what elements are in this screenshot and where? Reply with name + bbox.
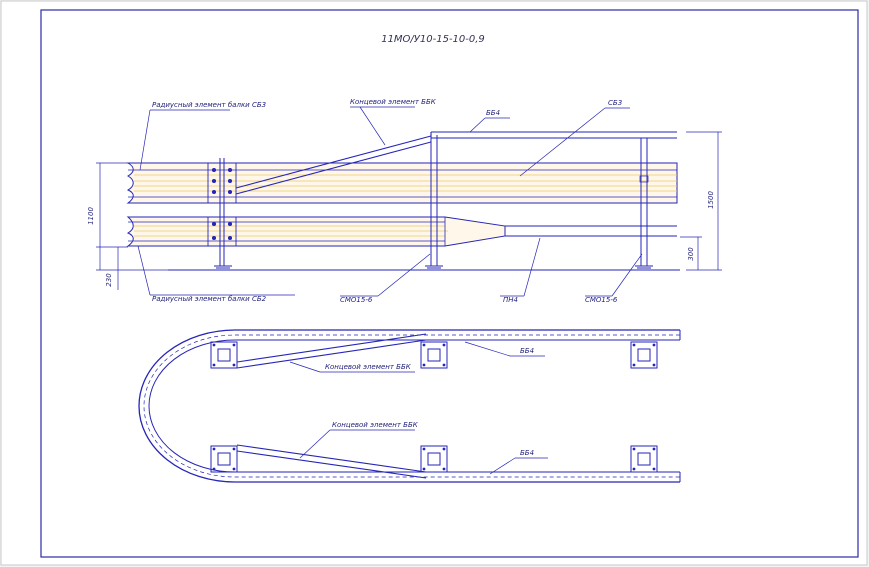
bb4-top-rail: [430, 131, 677, 139]
lower-beam: [126, 216, 506, 247]
plan-beam-inner: [148, 339, 680, 473]
label-bb4: ББ4: [486, 109, 500, 117]
post-left: [214, 158, 232, 269]
lower-beam-rails: [128, 217, 446, 246]
drawing-frame: [40, 9, 859, 558]
plan-end-bbk-top: [236, 333, 427, 369]
dim-1100: 1100: [87, 207, 95, 225]
splice-plates: [207, 162, 237, 247]
plan-label-end-bbk-top: Концевой элемент ББК: [325, 363, 412, 371]
elevation-leaders: [137, 106, 643, 297]
plan-label-end-bbk-bottom: Концевой элемент ББК: [332, 421, 419, 429]
label-smo-right: СМО15-6: [585, 296, 618, 304]
plan-posts: [210, 341, 658, 473]
plan-leaders: [289, 341, 548, 475]
elevation-view: [126, 131, 680, 271]
plan-post-bolts: [212, 343, 656, 471]
pn4-beam: [505, 225, 677, 237]
drawing-title: 11МО/У10-15-10-0,9: [381, 34, 485, 45]
elevation-dimensions: [96, 131, 722, 290]
plan-label-bb4-top: ББ4: [520, 347, 534, 355]
dim-300: 300: [687, 247, 695, 261]
label-sb3: СБ3: [608, 99, 622, 107]
plan-end-bbk-bottom: [236, 444, 427, 479]
plan-view: [138, 329, 681, 483]
dim-1500: 1500: [707, 191, 715, 209]
plan-beam-outer: [138, 329, 680, 483]
plan-label-bb4-bottom: ББ4: [520, 449, 534, 457]
post-right: [635, 138, 653, 269]
label-radius-sb2: Радиусный элемент балки СБ2: [152, 295, 267, 303]
label-end-bbk: Концевой элемент ББК: [350, 98, 437, 106]
lower-beam-stripes: [134, 225, 448, 237]
label-smo-left: СМО15-6: [340, 296, 373, 304]
label-pn4: ПН4: [503, 296, 518, 304]
end-element-bbk: [235, 135, 432, 195]
dim-230: 230: [105, 273, 113, 287]
post-middle: [425, 135, 443, 269]
label-radius-sbz: Радиусный элемент балки СБ3: [152, 101, 266, 109]
